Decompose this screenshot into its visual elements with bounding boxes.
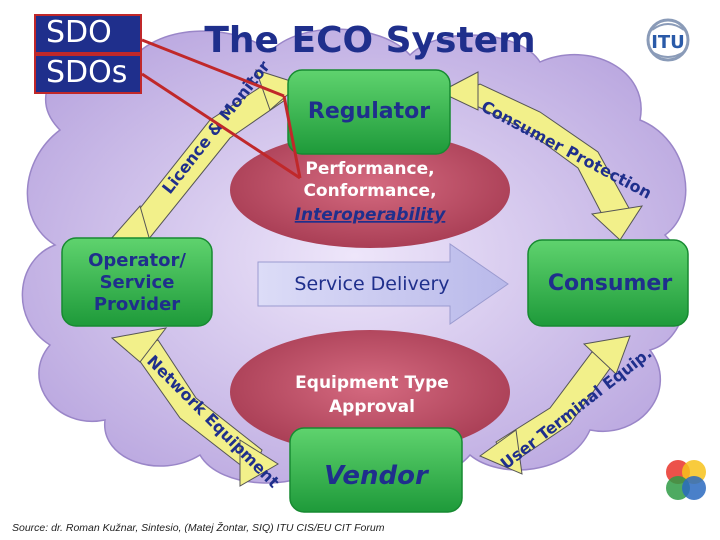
source-caption: Source: dr. Roman Kužnar, Sintesio, (Mat… [12, 521, 385, 534]
performance-ellipse [230, 132, 510, 248]
equipment-label-line1: Equipment Type [295, 373, 449, 393]
network-equipment-arrow [110, 327, 279, 487]
page-title: The ECO System [204, 20, 535, 61]
operator-node [61, 237, 213, 327]
operator-label-line1: Operator/ [88, 250, 186, 271]
sdo-pointer-lines [141, 38, 302, 180]
consumer-label: Consumer [548, 271, 673, 296]
consumer-node [527, 239, 689, 327]
consumer-protection-arrow [438, 71, 644, 241]
service-delivery-label: Service Delivery [294, 273, 449, 295]
service-delivery-arrow [257, 243, 509, 325]
operator-label-line2: Service [100, 272, 175, 293]
regulator-label: Regulator [308, 99, 430, 124]
equipment-ellipse [230, 330, 510, 454]
sdos-box: SDOs [34, 54, 142, 94]
sdos-label: SDOs [46, 55, 128, 90]
cloud-background [21, 28, 688, 484]
itu-logo: ITU [646, 18, 690, 62]
itu-logo-text: ITU [651, 32, 685, 53]
equipment-label-line2: Approval [329, 397, 415, 417]
user-terminal-arrow [478, 335, 631, 475]
vendor-node [289, 427, 463, 513]
sdo-box: SDO [34, 14, 142, 54]
operator-label-line3: Provider [94, 294, 180, 315]
sdo-label: SDO [46, 15, 112, 50]
performance-label-line1: Performance, [305, 159, 434, 179]
color-circles-icon [666, 460, 706, 500]
vendor-label: Vendor [324, 461, 430, 491]
performance-label-line2: Conformance, [303, 181, 436, 201]
performance-label-line3: Interoperability [295, 205, 446, 225]
